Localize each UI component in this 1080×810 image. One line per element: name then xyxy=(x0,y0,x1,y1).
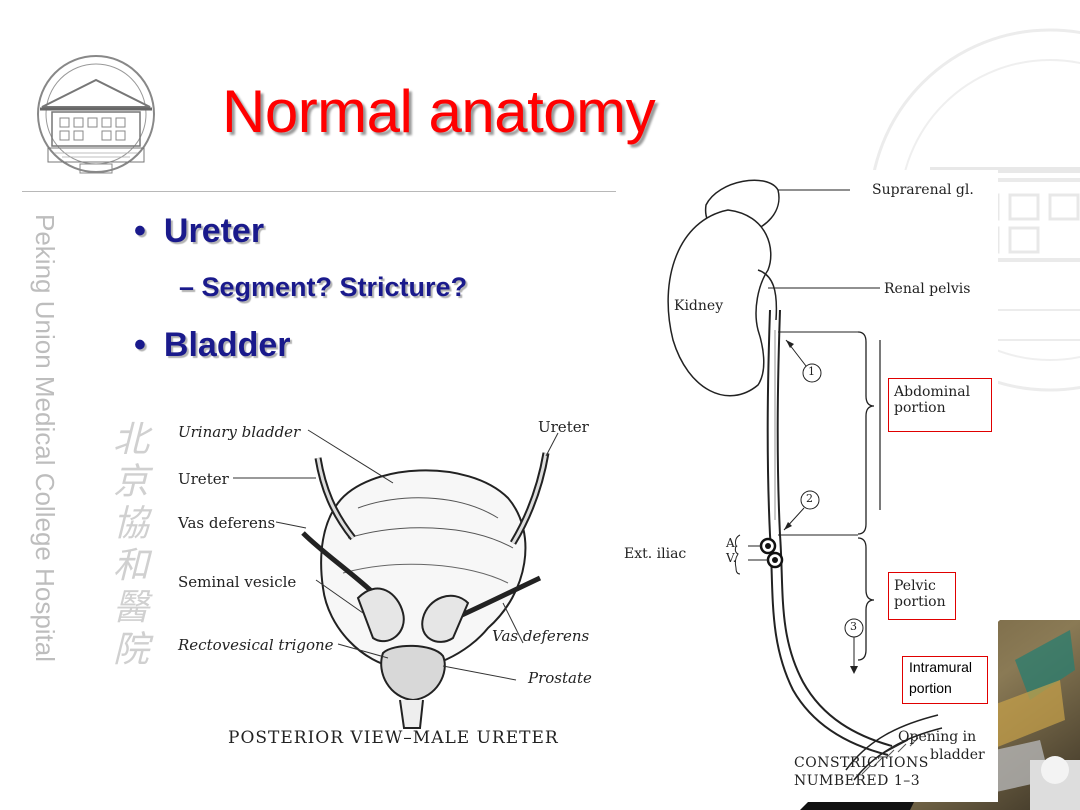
marker-2: 2 xyxy=(806,492,813,505)
page-title: Normal anatomy xyxy=(222,78,656,145)
label-prostate: Prostate xyxy=(528,669,592,687)
bullet-dot: • xyxy=(134,326,146,364)
bullet-label: Bladder xyxy=(163,326,291,364)
label-ureter-left: Ureter xyxy=(178,470,229,488)
label-kidney: Kidney xyxy=(674,298,724,314)
sub-bullet-segment: – Segment? Stricture? xyxy=(179,272,468,302)
ureter-constrictions-figure: Suprarenal gl. Renal pelvis Kidney Ext. … xyxy=(618,170,998,802)
constrictions-line2: NUMBERED 1–3 xyxy=(794,773,921,789)
intramural-line1: Intramural xyxy=(909,659,973,675)
abdominal-line2: portion xyxy=(894,400,946,416)
label-opening-line2: bladder xyxy=(930,747,985,763)
box-pelvic-portion: Pelvic portion xyxy=(888,572,956,620)
label-urinary-bladder: Urinary bladder xyxy=(178,423,301,441)
vertical-watermark-chinese: 北京協和醫院 xyxy=(107,420,148,672)
label-opening-line1: Opening in xyxy=(898,729,977,745)
bullet-label: Ureter xyxy=(163,212,265,250)
constrictions-line1: CONSTRICTIONS xyxy=(794,755,929,771)
hospital-seal-logo-icon xyxy=(37,55,155,174)
marker-1: 1 xyxy=(808,365,815,378)
label-ureter-right: Ureter xyxy=(538,418,589,436)
label-vas-deferens-left: Vas deferens xyxy=(178,514,276,532)
marker-3: 3 xyxy=(850,620,857,633)
bullet-item-ureter: • Ureter xyxy=(134,212,264,251)
label-artery: A. xyxy=(726,536,739,550)
label-vein: V. xyxy=(726,551,737,565)
bullet-dot: • xyxy=(134,212,146,250)
title-divider xyxy=(22,191,616,192)
bullet-item-bladder: • Bladder xyxy=(134,326,291,365)
label-rectovesical-trigone: Rectovesical trigone xyxy=(178,636,334,654)
label-renal-pelvis: Renal pelvis xyxy=(884,281,971,297)
vertical-watermark-text: Peking Union Medical College Hospital xyxy=(30,214,60,663)
pelvic-line1: Pelvic xyxy=(894,578,936,594)
label-vas-deferens-right: Vas deferens xyxy=(492,627,590,645)
bladder-illustration xyxy=(233,429,559,729)
intramural-line2: portion xyxy=(909,680,952,696)
abdominal-line1: Abdominal xyxy=(894,384,971,400)
ureter-diagram-icon xyxy=(667,179,943,781)
box-intramural-portion: Intramural portion xyxy=(902,656,988,704)
figure-caption-posterior: POSTERIOR VIEW–MALE URETER xyxy=(228,728,559,748)
label-seminal-vesicle: Seminal vesicle xyxy=(178,573,297,591)
constrictions-caption: CONSTRICTIONS NUMBERED 1–3 xyxy=(794,754,929,790)
label-ext-iliac: Ext. iliac xyxy=(624,546,687,562)
label-suprarenal: Suprarenal gl. xyxy=(872,182,974,198)
pelvic-line2: portion xyxy=(894,594,946,610)
box-abdominal-portion: Abdominal portion xyxy=(888,378,992,432)
